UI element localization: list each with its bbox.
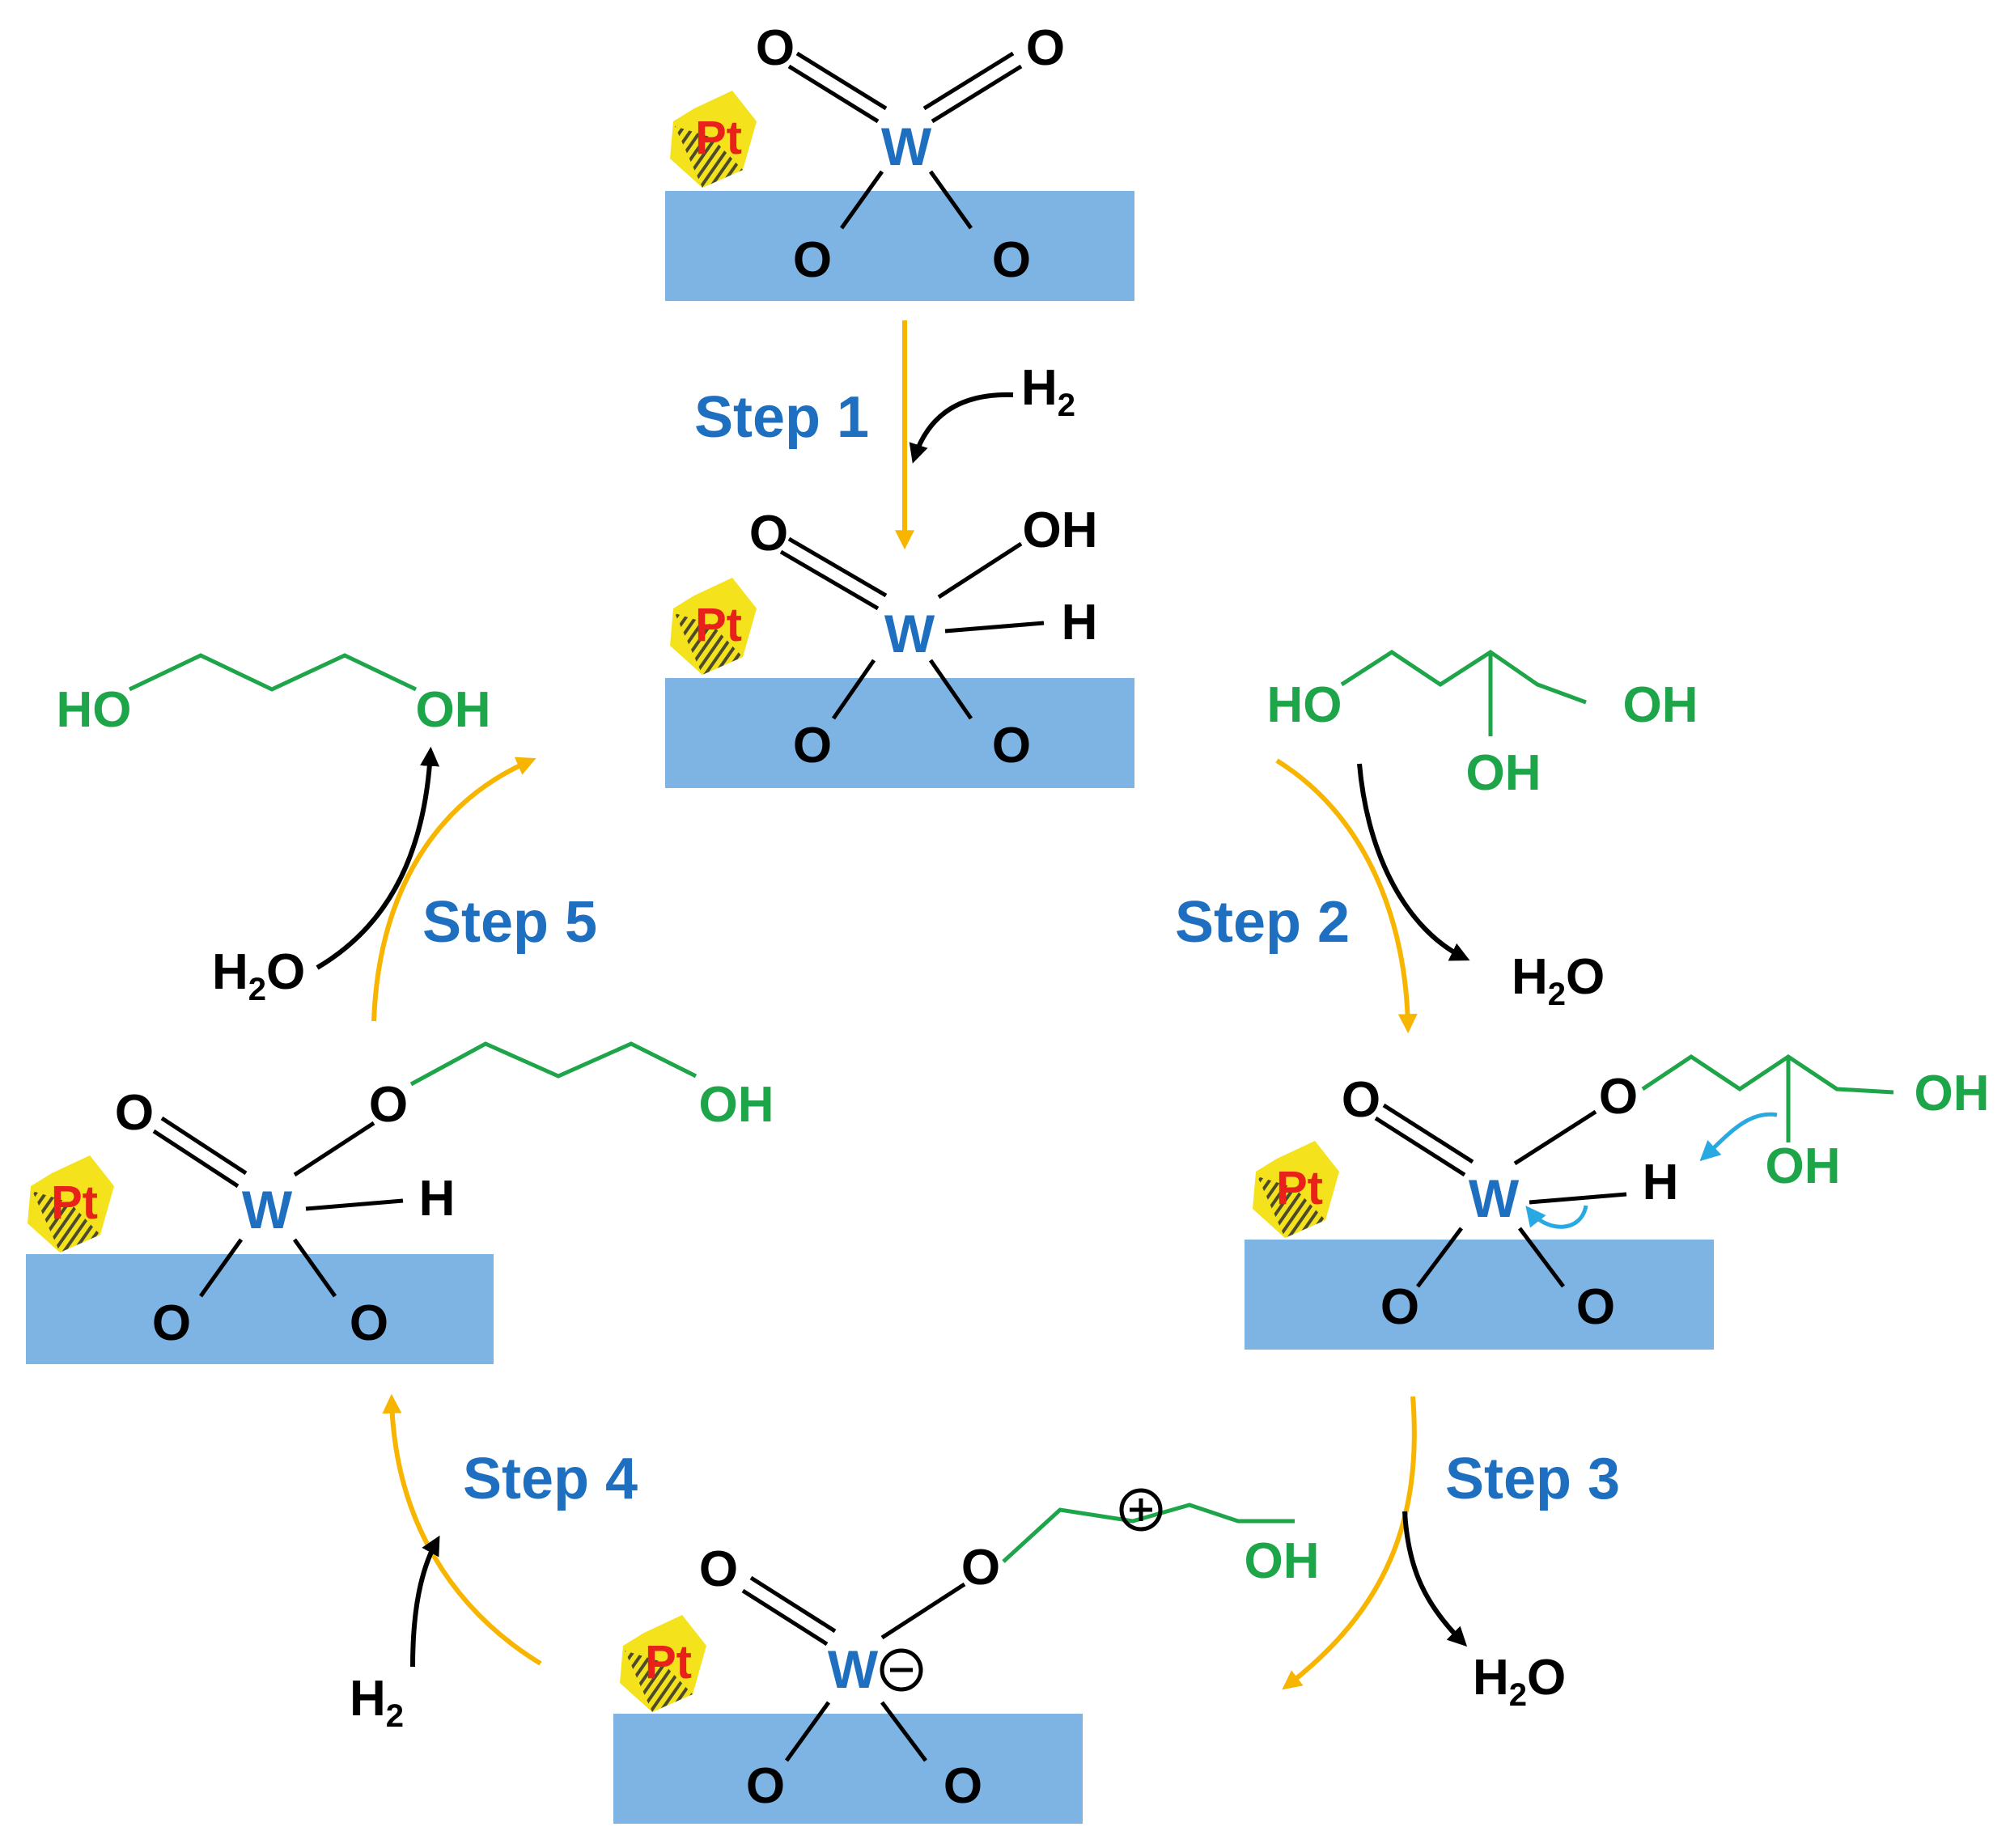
structure-2-hydroxy-hydride [779, 536, 1045, 720]
oxygen-atom: O [152, 1295, 191, 1351]
oxygen-atom: O [992, 232, 1031, 288]
glycerol-oh-secondary: OH [1466, 745, 1541, 801]
oxygen-atom: O [1342, 1072, 1380, 1128]
glycerol-chain [1340, 649, 1587, 705]
positive-charge [1119, 1488, 1163, 1532]
oxygen-atom: O [1380, 1279, 1419, 1335]
oxygen-atom: O [793, 718, 832, 774]
pt-particle-2: Pt [670, 578, 757, 675]
oxygen-atom: O [749, 506, 788, 562]
structure-4-carbocation [741, 1575, 966, 1762]
pt-particle-4: Pt [620, 1615, 706, 1712]
structure-3-glyceroxide [1374, 1103, 1627, 1288]
support-block-3 [1245, 1240, 1714, 1350]
structure-5-propoxide-hydride [152, 1116, 404, 1298]
glyceroxide-chain [1641, 1053, 1894, 1095]
step-4-label: Step 4 [463, 1447, 638, 1511]
oxygen-atom: O [350, 1295, 388, 1351]
propoxide-oh: OH [699, 1077, 774, 1133]
oxygen-atom: O [1026, 20, 1065, 76]
support-block-4 [613, 1714, 1083, 1824]
pt-label: Pt [645, 1636, 692, 1689]
oxygen-atom: O [699, 1541, 738, 1597]
h2-reagent: H2 [350, 1671, 404, 1734]
step3-cycle-arrow [1282, 1396, 1417, 1690]
h2o-product: H2O [1473, 1650, 1566, 1713]
step-1-label: Step 1 [694, 385, 869, 450]
support-block-1 [665, 191, 1134, 301]
oxygen-atom: O [115, 1085, 154, 1141]
oxygen-atom: O [992, 718, 1031, 774]
tungsten-atom: W [1469, 1168, 1520, 1228]
step-2-label: Step 2 [1175, 890, 1350, 955]
oxygen-atom-bridging: O [961, 1540, 1000, 1596]
glycerol-ho: HO [1267, 677, 1342, 733]
step2-cycle-arrow [1275, 758, 1418, 1034]
structure-1-wo3 [787, 51, 1023, 230]
tungsten-atom: W [242, 1180, 293, 1240]
glyceroxide-oh-secondary: OH [1766, 1138, 1841, 1194]
hydride-atom: H [1062, 595, 1098, 651]
pt-particle-3: Pt [1253, 1141, 1339, 1238]
h2-reagent: H2 [1021, 360, 1075, 423]
pt-label: Pt [51, 1176, 98, 1229]
step-5-label: Step 5 [422, 890, 597, 955]
pt-particle-5: Pt [28, 1155, 114, 1252]
oxygen-atom-bridging: O [369, 1077, 408, 1133]
oxygen-atom-bridging: O [1599, 1069, 1638, 1125]
propoxide-chain [409, 1041, 698, 1087]
hydroxyl-group: OH [1023, 502, 1098, 558]
h2o-reagent: H2O [212, 944, 305, 1007]
pt-label: Pt [695, 112, 742, 164]
propanediol-ho: HO [57, 682, 132, 738]
step4-h2-arrow [410, 1535, 440, 1668]
tungsten-atom: W [884, 604, 935, 663]
h2o-product: H2O [1512, 949, 1605, 1012]
step3-h2o-arrow [1402, 1511, 1468, 1647]
glycerol-oh-terminal: OH [1623, 677, 1698, 733]
step-3-label: Step 3 [1445, 1447, 1620, 1511]
electron-arrow-h-to-w [1525, 1205, 1588, 1229]
pt-label: Pt [1276, 1162, 1323, 1214]
oxygen-atom: O [944, 1758, 982, 1814]
step5-cycle-arrow [371, 757, 536, 1022]
oxygen-atom: O [746, 1758, 785, 1814]
oxygen-atom: O [756, 20, 795, 76]
tungsten-atom: W [828, 1639, 879, 1699]
support-block-5 [26, 1254, 494, 1364]
support-block-2 [665, 678, 1134, 788]
electron-arrow-oh-to-h [1699, 1112, 1778, 1162]
pt-particle-1: Pt [670, 91, 757, 188]
pt-label: Pt [695, 599, 742, 651]
glyceroxide-oh-terminal: OH [1915, 1066, 1990, 1121]
hydride-atom: H [1643, 1155, 1679, 1210]
negative-charge [880, 1648, 923, 1692]
hydride-atom: H [419, 1171, 456, 1227]
propanediol-chain [128, 653, 418, 692]
propanediol-oh: OH [416, 682, 491, 738]
step1-h2-arrow [909, 392, 1014, 464]
oxygen-atom: O [1576, 1279, 1615, 1335]
tungsten-atom: W [881, 117, 932, 176]
step2-h2o-arrow [1357, 763, 1470, 961]
carbocation-oh: OH [1245, 1533, 1320, 1589]
oxygen-atom: O [793, 232, 832, 288]
step5-h2o-arrow [316, 746, 440, 970]
